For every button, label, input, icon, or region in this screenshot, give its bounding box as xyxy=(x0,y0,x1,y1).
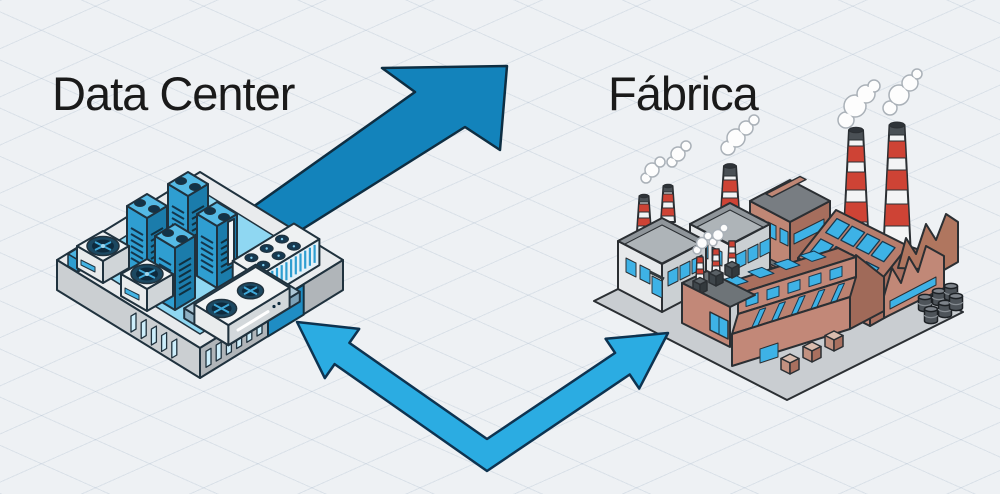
data-center-label: Data Center xyxy=(52,67,295,120)
barrel xyxy=(948,292,964,312)
arrow-factory-to-datacenter xyxy=(295,320,670,473)
factory-illustration xyxy=(593,68,964,401)
barrel xyxy=(931,287,947,307)
clerestory-windows xyxy=(745,265,843,307)
smokestack xyxy=(882,68,923,258)
barrels xyxy=(917,282,964,325)
smoke-puff xyxy=(720,114,760,156)
crates xyxy=(780,330,844,375)
factory-building-sawtooth xyxy=(883,213,959,319)
striped-chimney xyxy=(636,193,652,233)
striped-chimney xyxy=(660,183,676,223)
smoke-puff xyxy=(837,79,881,129)
striped-chimney xyxy=(720,163,740,213)
smoke-puff xyxy=(692,223,729,255)
vent-slots-left xyxy=(130,312,178,359)
factory-label: Fábrica xyxy=(608,67,759,120)
roof-chimney-small xyxy=(708,248,724,287)
factory-building-white-front xyxy=(617,140,707,313)
smoke-puff xyxy=(882,68,923,116)
hvac-fan-unit xyxy=(76,230,130,284)
factory-building-main-hall xyxy=(681,223,885,367)
roof-chimney-small xyxy=(724,240,740,279)
barrel xyxy=(923,305,939,325)
hvac-fan-unit xyxy=(120,258,174,312)
data-center-illustration xyxy=(56,171,344,379)
smoke-puff xyxy=(640,140,692,184)
arrow-down-shape xyxy=(295,320,670,473)
crac-unit xyxy=(193,265,291,347)
